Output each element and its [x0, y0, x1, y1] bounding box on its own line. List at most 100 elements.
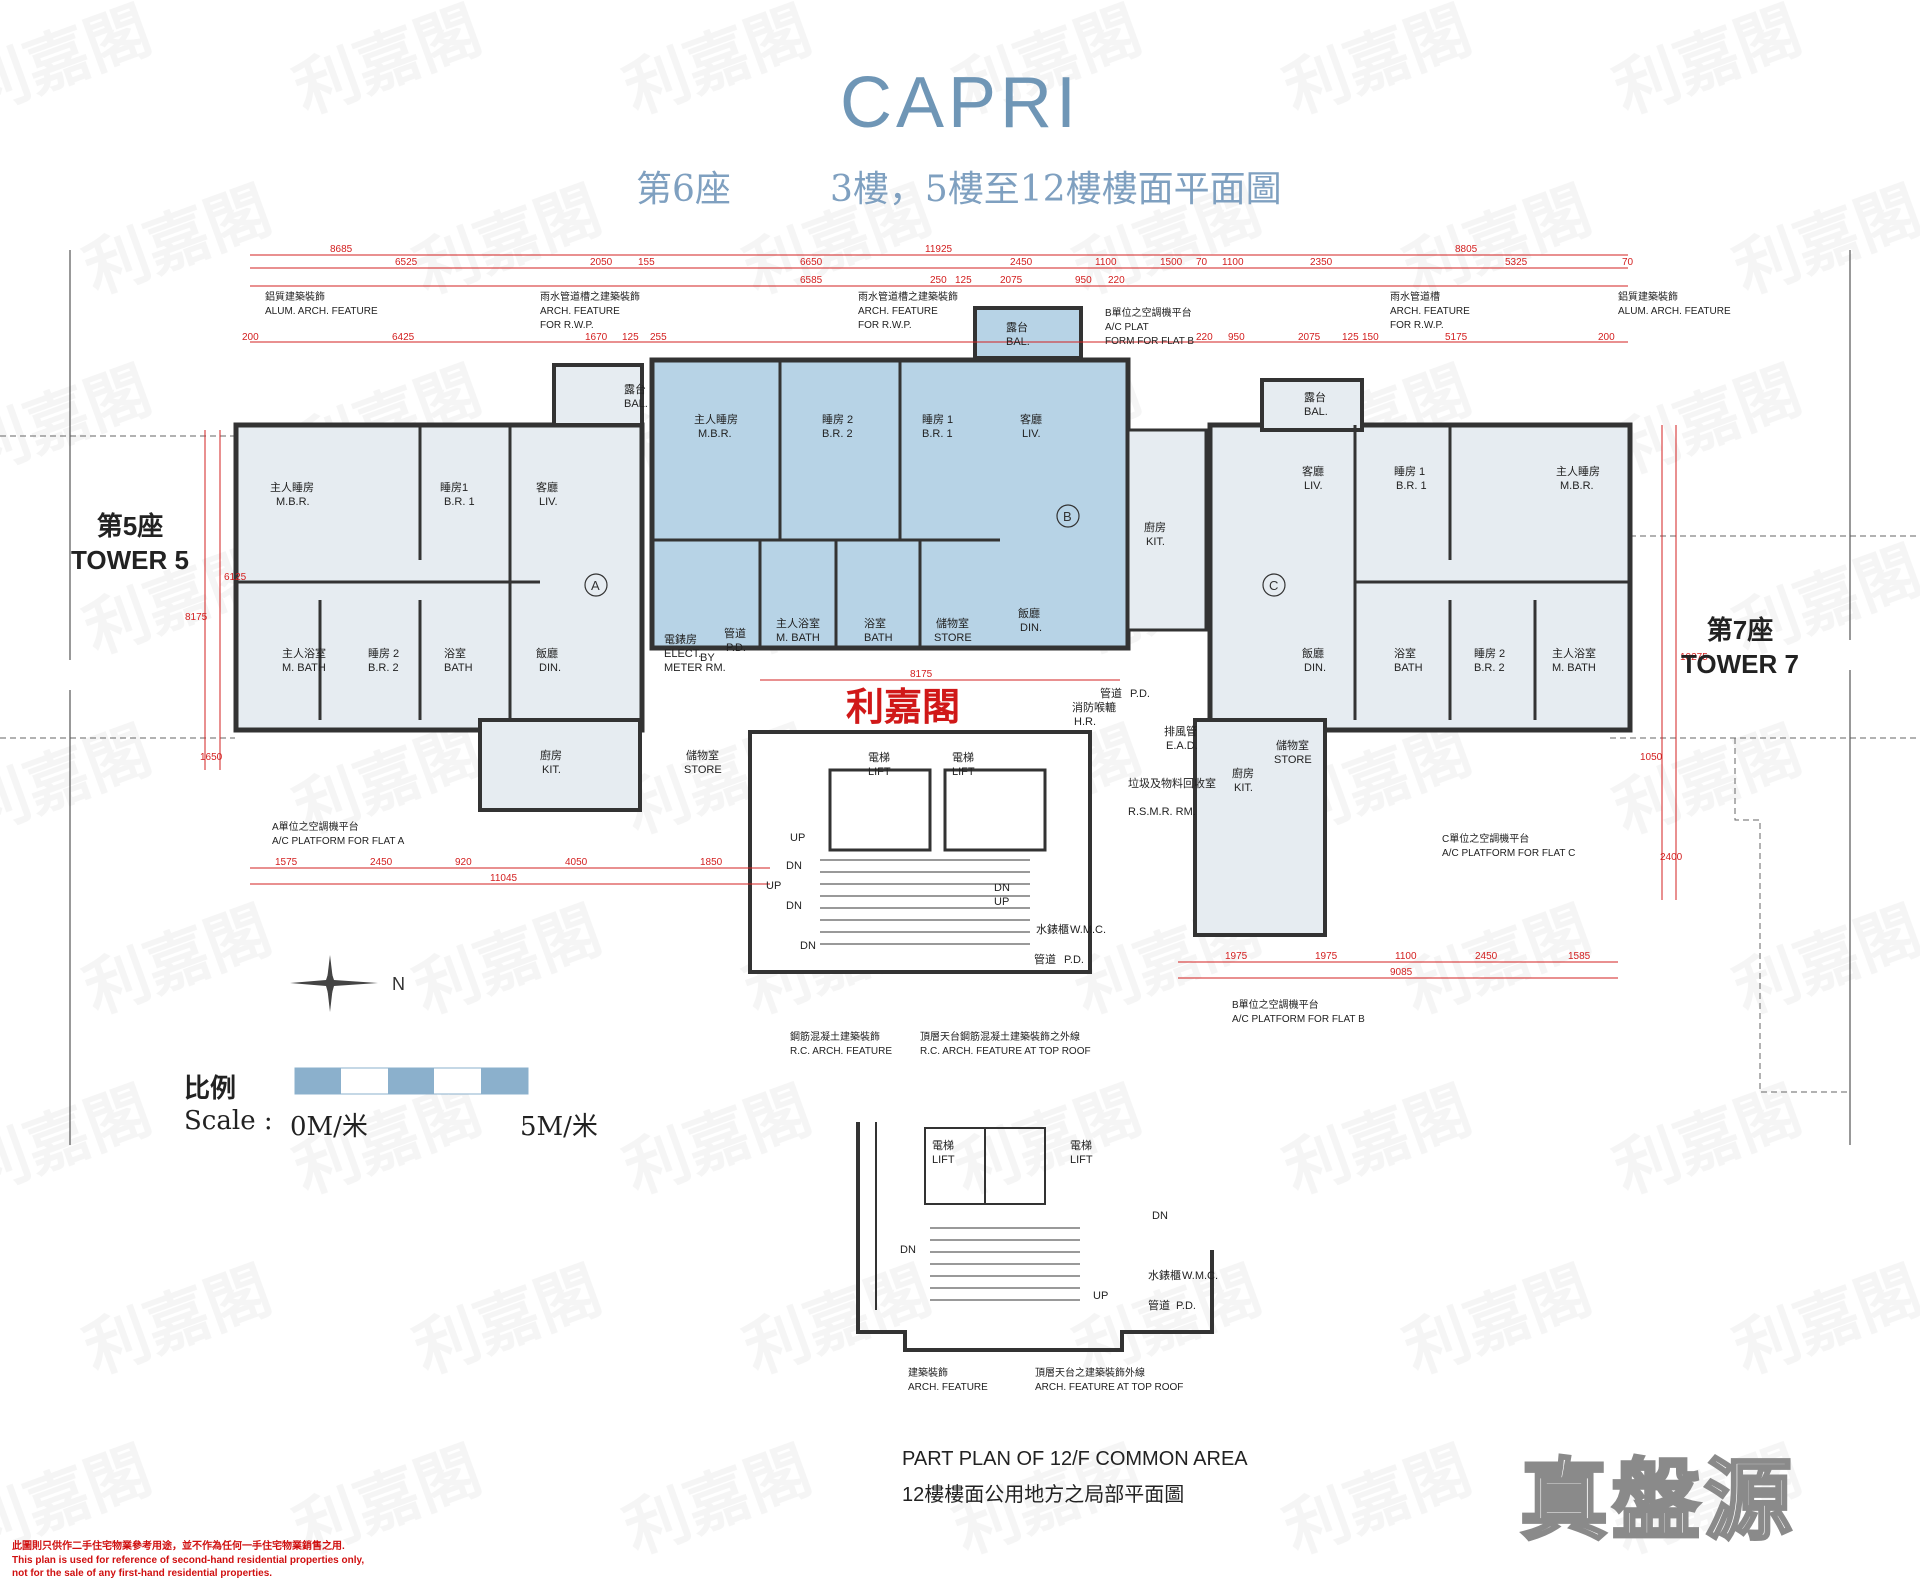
dim-b-total: 11045 [490, 873, 518, 884]
c-kit-zh: 廚房 [1232, 768, 1254, 780]
dim-r3-2: 250 [930, 275, 947, 286]
a-liv-zh: 客廳 [536, 482, 558, 494]
hr-en: H.R. [1074, 716, 1096, 728]
stair-dn-4: DN [800, 940, 816, 952]
rwp-right-en1: ARCH. FEATURE [1390, 306, 1470, 317]
b-store-zh: 儲物室 [936, 618, 969, 630]
dim-r2-7: 1500 [1160, 257, 1183, 268]
marker-c-label: C [1269, 578, 1278, 593]
core [748, 730, 1092, 974]
dim-r4-1: 200 [242, 332, 259, 343]
aca-zh: A單位之空調機平台 [272, 822, 359, 833]
agency-logo: 利嘉閣 [846, 685, 961, 729]
pd3-zh: 管道 [1100, 688, 1122, 700]
pp-pd-zh: 管道 [1148, 1300, 1170, 1312]
wmc-en: W.M.C. [1070, 924, 1107, 936]
c-store-en: STORE [1274, 754, 1312, 766]
pp-lift-1-zh: 電梯 [932, 1140, 954, 1152]
a-din-zh: 飯廳 [536, 648, 558, 660]
a-kit-zh: 廚房 [540, 750, 562, 762]
c-bal-zh: 露台 [1304, 392, 1326, 404]
dim-r4-9: 125 [1342, 332, 1359, 343]
disclaimer-en-1: This plan is used for reference of secon… [12, 1555, 365, 1566]
stair-up-2: UP [766, 880, 782, 892]
stair-dn-3: DN [994, 882, 1010, 894]
tower-7-zh: 第7座 [1706, 615, 1774, 645]
dim-b4: 4050 [565, 857, 588, 868]
scale-five: 5M/米 [520, 1112, 598, 1142]
a-br2-zh: 睡房 2 [368, 648, 400, 660]
c-bath-zh: 浴室 [1394, 648, 1416, 660]
acb2-en: A/C PLATFORM FOR FLAT B [1232, 1014, 1365, 1025]
a-bath-zh: 浴室 [444, 648, 466, 660]
acc-zh: C單位之空調機平台 [1442, 834, 1530, 845]
c-liv-en: LIV. [1304, 480, 1323, 492]
a-store-en: STORE [684, 764, 722, 776]
c-din-en: DIN. [1304, 662, 1326, 674]
alum-feature-left-en: ALUM. ARCH. FEATURE [265, 306, 378, 317]
scale-title: 比例 [184, 1073, 237, 1103]
a-bal-zh: 露台 [624, 384, 646, 396]
lift-2-zh: 電梯 [952, 752, 974, 764]
dim-r2-6: 1100 [1095, 257, 1117, 268]
dim-br3: 1100 [1395, 951, 1417, 962]
pp-dn-2: DN [1152, 1210, 1168, 1222]
rc-feature-en: R.C. ARCH. FEATURE [790, 1046, 893, 1057]
a-din-en: DIN. [539, 662, 561, 674]
hr-zh: 消防喉轆 [1072, 702, 1116, 714]
dim-rv2: 1050 [1640, 752, 1663, 763]
dim-br-total: 9085 [1390, 967, 1413, 978]
dim-br1: 1975 [1225, 951, 1248, 962]
dim-r3-3: 125 [955, 275, 972, 286]
pd-en: P.D. [726, 642, 746, 654]
dim-r3-5: 950 [1075, 275, 1092, 286]
dim-r4-4: 125 [622, 332, 639, 343]
rwp-right-en2: FOR R.W.P. [1390, 320, 1444, 331]
c-liv-zh: 客廳 [1302, 466, 1324, 478]
scale-zero: 0M/米 [290, 1112, 368, 1142]
pp-up: UP [1093, 1290, 1109, 1302]
a-br1-zh: 睡房1 [440, 482, 469, 494]
dim-b2: 2450 [370, 857, 393, 868]
arch-feature-en: ARCH. FEATURE [908, 1382, 988, 1393]
b-mbr-zh: 主人睡房 [694, 414, 738, 426]
dim-r4-10: 150 [1362, 332, 1379, 343]
b-mbath-zh: 主人浴室 [776, 618, 820, 630]
acb-en2: FORM FOR FLAT B [1105, 336, 1195, 347]
elect-en1: ELECT. [664, 648, 702, 660]
dim-r4-6: 220 [1196, 332, 1213, 343]
disclaimer-zh: 此圖則只供作二手住宅物業參考用途，並不作為任何一手住宅物業銷售之用. [12, 1541, 345, 1552]
north-label: N [392, 974, 405, 994]
acb2-zh: B單位之空調機平台 [1232, 1000, 1319, 1011]
page-title: CAPRI [839, 63, 1081, 143]
pd2-zh: 管道 [1034, 954, 1056, 966]
lift-1-zh: 電梯 [868, 752, 890, 764]
arch-feature-zh: 建築裝飾 [908, 1368, 948, 1379]
dim-br2: 1975 [1315, 951, 1338, 962]
dimension-labels: 8685 11925 8805 6525 2050 155 6650 2450 … [185, 244, 1708, 978]
dim-r4-7: 950 [1228, 332, 1245, 343]
dim-lv1: 6125 [224, 572, 247, 583]
dim-b1: 1575 [275, 857, 298, 868]
c-bath-en: BATH [1394, 662, 1423, 674]
ead-en: E.A.D. [1166, 740, 1198, 752]
a-br2-en: B.R. 2 [368, 662, 399, 674]
alum-feature-right-en: ALUM. ARCH. FEATURE [1618, 306, 1731, 317]
tower-7-en: TOWER 7 [1681, 649, 1799, 679]
dim-top-1: 8685 [330, 244, 353, 255]
alum-feature-left-zh: 鋁質建築裝飾 [265, 292, 325, 303]
compass: N [290, 955, 405, 1012]
a-mbath-en: M. BATH [282, 662, 326, 674]
flat-c [1193, 378, 1633, 937]
rc-feature-zh: 鋼筋混凝土建築裝飾 [790, 1032, 880, 1043]
scale-bar [294, 1067, 529, 1095]
b-bath-zh: 浴室 [864, 618, 886, 630]
rc-roof-en: R.C. ARCH. FEATURE AT TOP ROOF [920, 1046, 1091, 1057]
part-plan [856, 1122, 1214, 1352]
lift-2-en: LIFT [952, 766, 975, 778]
a-liv-en: LIV. [539, 496, 558, 508]
a-br1-en: B.R. 1 [444, 496, 475, 508]
dim-rv3: 2400 [1660, 852, 1683, 863]
pd-zh: 管道 [724, 628, 746, 640]
